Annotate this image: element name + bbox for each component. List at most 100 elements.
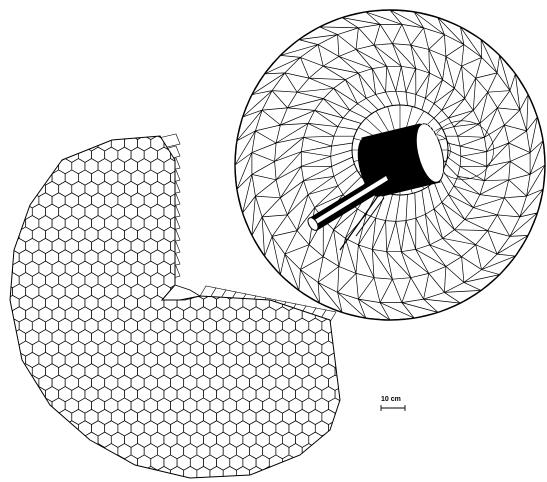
crystal-hex bbox=[308, 454, 323, 471]
crystal-hex bbox=[203, 249, 217, 266]
crystal-hex bbox=[288, 465, 303, 478]
crystal-hex bbox=[189, 226, 204, 243]
crystal-hex bbox=[45, 408, 60, 426]
crystal-hex bbox=[189, 272, 204, 289]
crystal-hex bbox=[222, 260, 237, 277]
crystal-hex bbox=[38, 465, 53, 478]
crystal-hex bbox=[18, 386, 33, 403]
crystal-hex bbox=[18, 454, 33, 471]
crystal-hex bbox=[10, 146, 13, 163]
crystal-hex bbox=[10, 374, 13, 391]
crystal-hex bbox=[334, 408, 340, 426]
crystal-hex bbox=[78, 465, 92, 478]
crystal-hex bbox=[10, 420, 13, 437]
crystal-hex bbox=[12, 169, 27, 186]
crystal-hex bbox=[45, 431, 60, 448]
crystal-hex bbox=[209, 215, 224, 232]
crystal-hex bbox=[10, 351, 13, 369]
crystal-hex bbox=[176, 477, 191, 478]
crystal-hex bbox=[12, 465, 27, 478]
crystal-hex bbox=[45, 477, 60, 478]
crystal-hex bbox=[10, 192, 13, 209]
crystal-hex bbox=[229, 477, 244, 478]
crystal-hex bbox=[216, 249, 231, 266]
crystal-hex bbox=[295, 454, 310, 471]
crystal-hex bbox=[64, 443, 79, 460]
crystal-hex bbox=[10, 477, 20, 478]
crystal-hex bbox=[189, 249, 204, 266]
crystal-hex bbox=[12, 443, 27, 460]
crystal-hex bbox=[196, 146, 211, 163]
crystal-hex bbox=[84, 454, 99, 471]
crystal-hex bbox=[78, 136, 92, 141]
crystal-hex bbox=[334, 454, 340, 471]
crystal-hex bbox=[84, 431, 99, 448]
crystal-hex bbox=[12, 374, 27, 391]
crystal-hex bbox=[222, 215, 237, 232]
crystal-hex bbox=[203, 226, 217, 243]
crystal-hex bbox=[31, 431, 46, 448]
crystal-hex bbox=[25, 465, 40, 478]
crystal-hex bbox=[196, 136, 211, 141]
crystal-hex bbox=[10, 136, 20, 152]
crystal-hex bbox=[189, 180, 204, 198]
crystal-hex bbox=[137, 477, 152, 478]
crystal-hex bbox=[10, 169, 13, 186]
crystal-hex bbox=[183, 136, 198, 141]
crystal-hex bbox=[183, 192, 198, 209]
crystal-hex bbox=[71, 477, 86, 478]
chamber-ring bbox=[432, 126, 441, 173]
crystal-hex bbox=[10, 329, 13, 346]
crystal-hex bbox=[97, 477, 112, 478]
crystal-hex bbox=[183, 237, 198, 255]
crystal-hex bbox=[150, 477, 165, 478]
crystal-hex bbox=[25, 136, 40, 141]
crystal-hex bbox=[10, 397, 13, 414]
crystal-hex bbox=[275, 283, 290, 300]
crystal-hex bbox=[229, 249, 244, 266]
crystal-hex bbox=[196, 237, 211, 255]
crystal-hex bbox=[183, 146, 198, 163]
crystal-hex bbox=[31, 408, 46, 426]
crystal-hex bbox=[110, 454, 125, 471]
crystal-hex bbox=[12, 136, 27, 141]
crystal-hex bbox=[216, 136, 231, 152]
crystal-hex bbox=[209, 192, 224, 209]
scale-bar-label: 10 cm bbox=[381, 396, 401, 403]
crystal-hex bbox=[203, 203, 217, 220]
crystal-hex bbox=[242, 272, 257, 289]
scale-bar: 10 cm bbox=[380, 396, 406, 411]
crystal-hex bbox=[301, 465, 316, 478]
crystal-hex bbox=[189, 136, 204, 152]
crystal-hex bbox=[104, 136, 119, 141]
crystal-hex bbox=[71, 136, 86, 152]
crystal-hex bbox=[216, 158, 231, 175]
crystal-hex bbox=[216, 477, 231, 478]
crystal-hex bbox=[91, 136, 106, 141]
crystal-hex bbox=[10, 215, 13, 232]
array-outline bbox=[9, 135, 341, 479]
geodesic-sphere-detector bbox=[234, 9, 546, 321]
crystal-hex bbox=[314, 443, 329, 460]
crystal-hex bbox=[308, 477, 323, 478]
crystal-hex bbox=[10, 136, 13, 141]
crystal-hex bbox=[10, 306, 13, 323]
crystal-hex bbox=[10, 180, 20, 198]
crystal-hex bbox=[157, 465, 171, 478]
crystal-hex bbox=[262, 283, 277, 300]
crystal-hex bbox=[84, 477, 99, 478]
crystal-hex bbox=[183, 260, 198, 277]
crystal-hex bbox=[10, 203, 20, 220]
crystal-hex bbox=[38, 443, 53, 460]
crystal-hex bbox=[255, 477, 270, 478]
crystal-hex bbox=[10, 237, 13, 255]
crystal-hex bbox=[10, 158, 20, 175]
crystal-hex bbox=[222, 192, 237, 209]
crystal-hex bbox=[18, 180, 33, 198]
crystal-hex bbox=[12, 192, 27, 209]
crystal-hex bbox=[183, 215, 198, 232]
crystal-hex bbox=[104, 443, 119, 460]
crystal-hex bbox=[236, 260, 250, 277]
crystal-hex bbox=[10, 363, 20, 380]
crystal-hex bbox=[183, 169, 198, 186]
